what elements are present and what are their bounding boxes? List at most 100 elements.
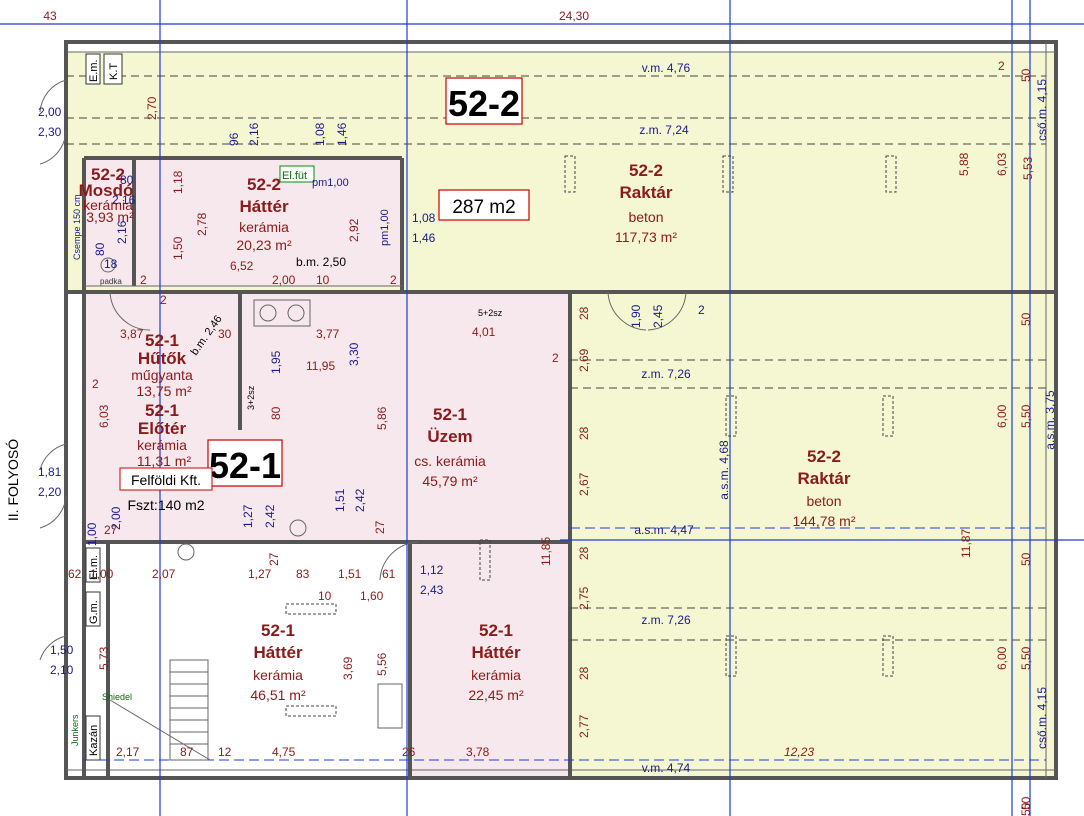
svg-text:El.füt: El.füt xyxy=(282,170,307,182)
svg-text:1,46: 1,46 xyxy=(412,231,436,245)
svg-text:1,51: 1,51 xyxy=(333,488,347,512)
svg-text:5,56: 5,56 xyxy=(375,652,389,676)
svg-text:Mosdó: Mosdó xyxy=(79,181,134,200)
svg-text:1,81: 1,81 xyxy=(38,465,62,479)
svg-text:Csempe 150 cm: Csempe 150 cm xyxy=(72,194,82,260)
svg-text:30: 30 xyxy=(218,327,232,341)
dimension-texts: 2,70 2,00 2,30 96 2,16 1,08 1,46 80 2,16… xyxy=(38,59,1035,816)
room-uzem: 52-1 Üzem cs. kerámia 45,79 m² xyxy=(414,405,486,489)
svg-text:2,30: 2,30 xyxy=(38,125,62,139)
area-522: 287 m2 xyxy=(452,197,515,218)
svg-text:2,00: 2,00 xyxy=(272,273,296,287)
svg-text:52-2: 52-2 xyxy=(629,161,663,180)
svg-text:3,87: 3,87 xyxy=(120,327,144,341)
svg-text:E.m.: E.m. xyxy=(88,59,100,82)
svg-text:52-1: 52-1 xyxy=(479,621,513,640)
svg-text:cs. kerámia: cs. kerámia xyxy=(414,453,486,469)
svg-text:50: 50 xyxy=(1019,68,1033,82)
svg-text:1,08: 1,08 xyxy=(313,122,327,146)
corridor-label: II. FOLYOSÓ xyxy=(5,439,21,521)
top-dim-overall: 24,30 xyxy=(559,9,589,23)
svg-text:87: 87 xyxy=(180,745,194,759)
svg-text:kerámia: kerámia xyxy=(83,197,133,213)
svg-text:3,69: 3,69 xyxy=(341,656,355,680)
svg-text:padka: padka xyxy=(100,277,122,286)
svg-text:2,45: 2,45 xyxy=(651,304,665,328)
beam-label: z.m. 7,26 xyxy=(641,613,691,627)
stairs xyxy=(109,659,211,761)
svg-text:80: 80 xyxy=(269,406,283,420)
svg-text:11,85: 11,85 xyxy=(539,537,553,566)
svg-text:22,45 m²: 22,45 m² xyxy=(468,687,524,703)
svg-text:Raktár: Raktár xyxy=(798,469,851,488)
svg-text:18: 18 xyxy=(104,257,118,271)
svg-text:Háttér: Háttér xyxy=(253,643,303,662)
svg-text:1,95: 1,95 xyxy=(269,350,283,374)
svg-text:2,75: 2,75 xyxy=(577,586,591,610)
room-hatter-521a: 52-1 Háttér kerámia 46,51 m² xyxy=(250,621,306,703)
svg-text:61: 61 xyxy=(382,567,396,581)
svg-text:11,87: 11,87 xyxy=(959,529,973,558)
svg-text:6,52: 6,52 xyxy=(230,259,254,273)
svg-text:Raktár: Raktár xyxy=(620,183,673,202)
svg-text:12,23: 12,23 xyxy=(784,745,814,759)
svg-text:2,78: 2,78 xyxy=(195,212,209,236)
side-label: a.s.m. 3,75 xyxy=(1043,390,1057,450)
svg-text:52-1: 52-1 xyxy=(433,405,467,424)
svg-text:2: 2 xyxy=(698,303,705,317)
company-box xyxy=(119,467,213,491)
beam-label: v.m. 4,74 xyxy=(642,761,691,775)
svg-text:11,95: 11,95 xyxy=(306,359,335,373)
svg-text:2,10: 2,10 xyxy=(50,663,74,677)
svg-text:80: 80 xyxy=(93,242,107,256)
svg-text:62: 62 xyxy=(68,567,82,581)
beam-label: a.s.m. 4,47 xyxy=(634,523,694,537)
floor-area: Fszt:140 m2 xyxy=(127,497,204,513)
svg-text:28: 28 xyxy=(577,546,591,560)
svg-text:13,75 m²: 13,75 m² xyxy=(136,383,192,399)
svg-text:b.m. 2,50: b.m. 2,50 xyxy=(296,255,346,269)
svg-text:2,17: 2,17 xyxy=(116,745,140,759)
svg-text:10: 10 xyxy=(318,589,332,603)
svg-text:28: 28 xyxy=(577,666,591,680)
beam-lines xyxy=(66,75,1046,761)
svg-text:pm1,00: pm1,00 xyxy=(379,209,391,246)
svg-text:El.m.: El.m. xyxy=(88,555,100,580)
svg-text:2,00: 2,00 xyxy=(38,105,62,119)
svg-text:52-1: 52-1 xyxy=(145,401,179,420)
svg-text:83: 83 xyxy=(296,567,310,581)
beam-label: z.m. 7,24 xyxy=(639,123,689,137)
svg-text:6,03: 6,03 xyxy=(97,404,111,428)
svg-text:5,53: 5,53 xyxy=(1021,156,1035,180)
svg-text:117,73 m²: 117,73 m² xyxy=(615,229,677,245)
svg-text:50: 50 xyxy=(1019,796,1033,810)
svg-text:5,86: 5,86 xyxy=(375,406,389,430)
svg-text:2,16: 2,16 xyxy=(112,193,136,207)
tag-521: 52-1 xyxy=(209,445,281,486)
svg-text:5,88: 5,88 xyxy=(957,152,971,176)
plumbing-fixtures xyxy=(100,257,403,729)
room-raktar-upper: 52-2 Raktár beton 117,73 m² xyxy=(615,161,677,245)
svg-text:beton: beton xyxy=(806,493,841,509)
svg-text:96: 96 xyxy=(227,132,241,146)
svg-text:52-2: 52-2 xyxy=(247,175,281,194)
svg-text:műgyanta: műgyanta xyxy=(131,367,193,383)
svg-text:1,00: 1,00 xyxy=(85,522,99,546)
svg-text:K.T: K.T xyxy=(108,63,120,80)
svg-text:3+2sz: 3+2sz xyxy=(246,385,256,410)
svg-text:kerámia: kerámia xyxy=(137,437,187,453)
room-hatter-522: 52-2 Háttér kerámia 20,23 m² xyxy=(236,175,292,253)
svg-text:2,42: 2,42 xyxy=(263,504,277,528)
svg-text:20,23 m²: 20,23 m² xyxy=(236,237,292,253)
beam-label: v.m. 4,76 xyxy=(642,61,691,75)
svg-text:2: 2 xyxy=(92,377,99,391)
svg-text:1,90: 1,90 xyxy=(629,304,643,328)
svg-text:Hűtők: Hűtők xyxy=(138,349,187,368)
tag-box-521 xyxy=(207,439,283,487)
svg-text:2,43: 2,43 xyxy=(420,583,444,597)
svg-text:12: 12 xyxy=(218,745,232,759)
svg-text:2: 2 xyxy=(998,59,1005,73)
light-fixtures xyxy=(285,155,897,717)
svg-text:2: 2 xyxy=(552,351,559,365)
